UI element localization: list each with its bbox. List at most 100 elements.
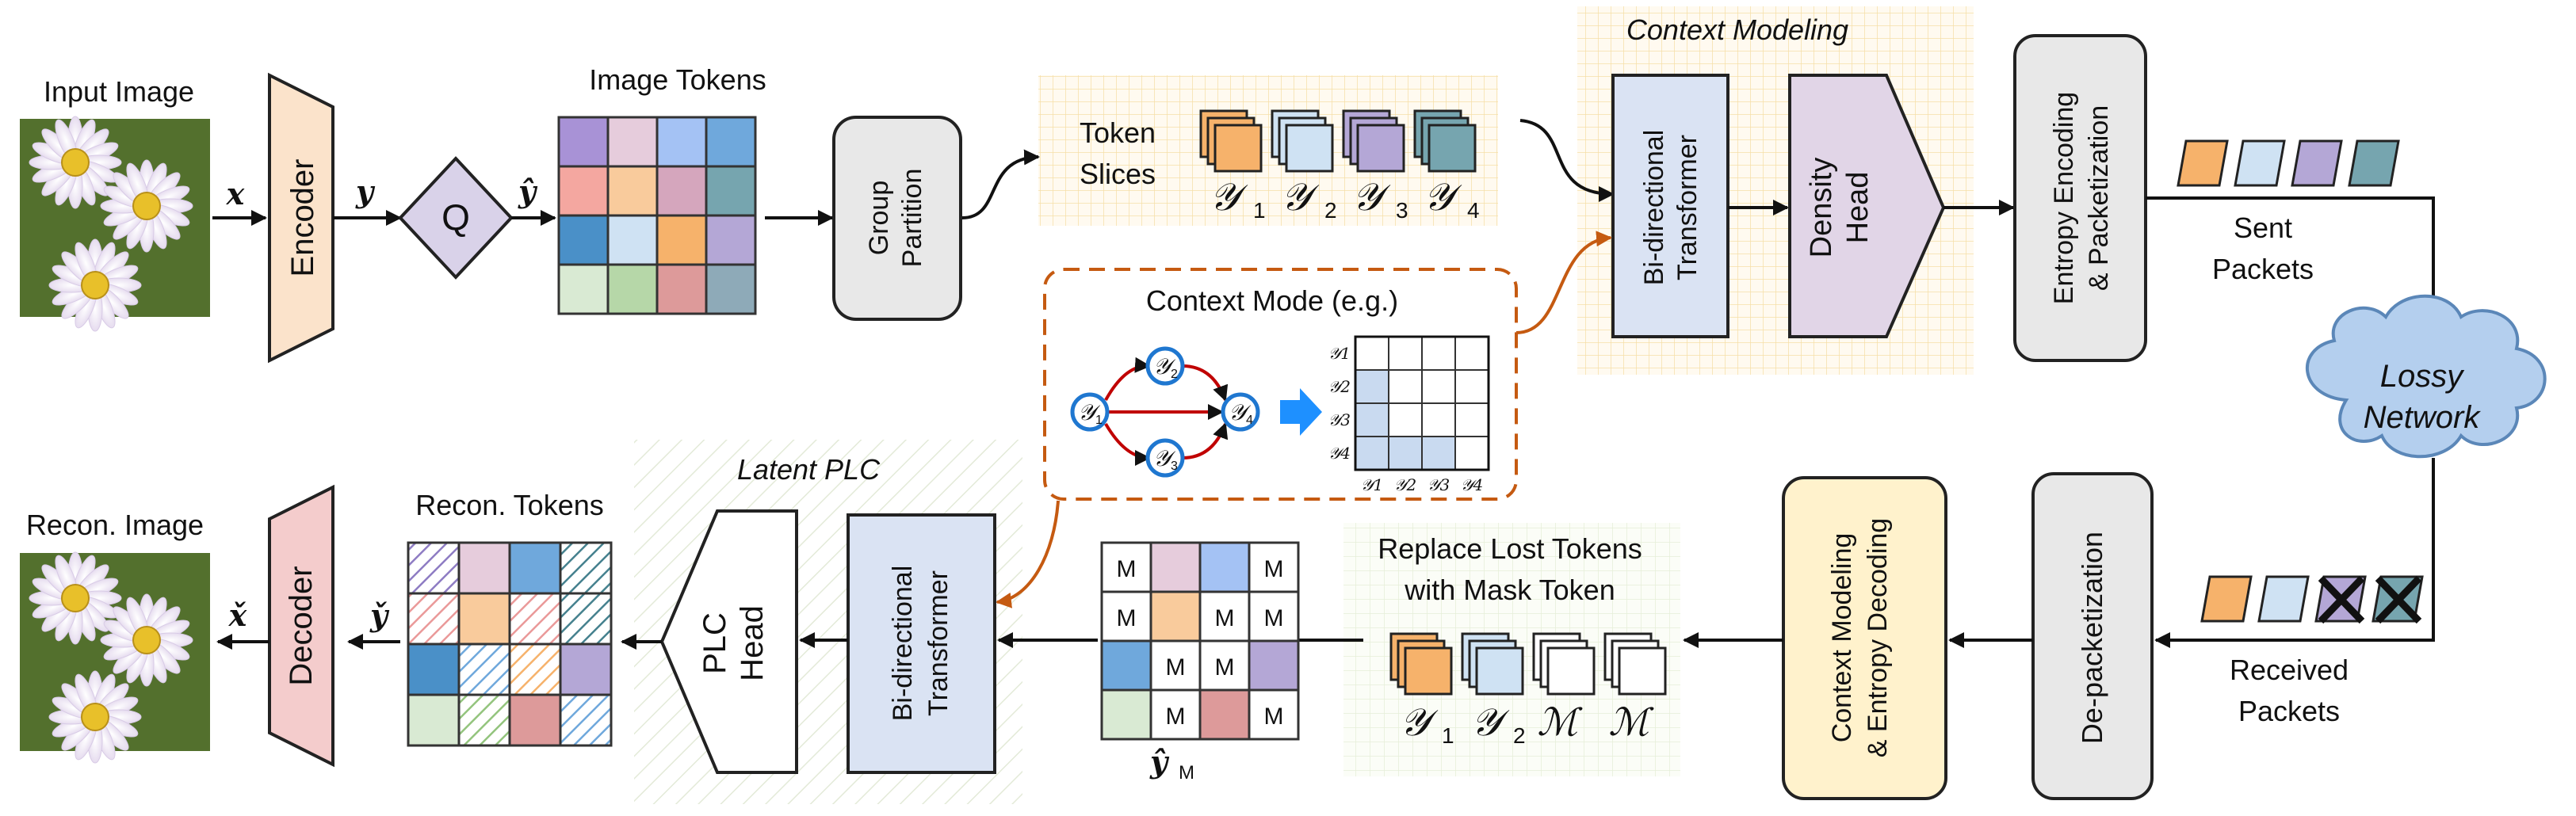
latent-plc-title: Latent PLC	[737, 453, 881, 486]
graph-edge	[1104, 422, 1151, 466]
graph-node	[1070, 392, 1110, 432]
graph-edge	[1182, 422, 1229, 459]
received-packet	[2200, 575, 2253, 623]
mask-token-glyph: M	[1166, 704, 1186, 730]
daisy-flower-icon	[29, 116, 122, 209]
mask-token-cell	[1149, 639, 1202, 692]
received-token-cell	[407, 643, 461, 696]
received-token-cell	[508, 693, 562, 747]
graph-node	[1145, 346, 1185, 386]
mask-token-glyph: M	[1264, 704, 1284, 730]
image-token-cell	[557, 263, 610, 315]
mask-token-cell	[1198, 590, 1251, 643]
arrow-contextmode-to-plc	[996, 500, 1060, 608]
image-token-cell	[655, 263, 708, 315]
sent-packets	[2177, 139, 2400, 187]
masked-grid-token-cell	[1100, 688, 1152, 741]
image-token-cell	[557, 116, 610, 168]
received-slice-stack	[1461, 632, 1524, 696]
graph-node	[1145, 438, 1185, 478]
received-token-cell	[508, 541, 562, 595]
received-slice-symbol: ℳ	[1537, 700, 1583, 745]
bidir-encode-label-1: Bi-directional	[1639, 130, 1669, 286]
masked-grid-token-cell	[1149, 590, 1202, 643]
sent-packet	[2348, 139, 2400, 187]
image-token-cell	[655, 165, 708, 217]
matrix-col-label: 𝒴2	[1394, 475, 1416, 494]
matrix-cell	[1421, 369, 1456, 404]
encoder-label: Encoder	[285, 159, 320, 277]
image-token-grid	[557, 116, 757, 315]
quantizer-label: Q	[441, 196, 470, 238]
token-slice-subscript: 2	[1324, 198, 1337, 223]
predicted-token-cell	[407, 541, 461, 595]
bidir-plc-label-1: Bi-directional	[888, 566, 918, 722]
image-token-cell	[606, 214, 659, 266]
image-token-cell	[557, 165, 610, 217]
group-partition-box	[832, 116, 962, 321]
matrix-row-label: 𝒴4	[1328, 444, 1351, 463]
group-partition-label-2: Partition	[897, 169, 927, 268]
matrix-cell	[1421, 436, 1456, 471]
entropy-encoding-box	[2013, 34, 2147, 362]
arrow-network-to-depack	[2154, 458, 2435, 648]
plc-head-label-1: PLC	[698, 612, 732, 674]
decoder-label: Decoder	[284, 566, 319, 685]
token-slices-label-2: Slices	[1080, 158, 1156, 190]
context-decoding-box	[1782, 476, 1947, 800]
matrix-row-label: 𝒴3	[1328, 410, 1351, 429]
bidir-encode-label-2: Transformer	[1672, 135, 1703, 280]
recon-image-label: Recon. Image	[26, 509, 204, 541]
predicted-token-cell	[457, 643, 511, 696]
mask-token-glyph: M	[1215, 654, 1235, 681]
image-token-cell	[606, 116, 659, 168]
matrix-cell	[1388, 436, 1423, 471]
input-image	[20, 116, 210, 332]
matrix-cell	[1421, 336, 1456, 371]
predicted-token-cell	[559, 541, 613, 595]
matrix-cell	[1388, 402, 1423, 437]
bidirectional-transformer-plc	[847, 513, 996, 774]
matrix-cell	[1355, 336, 1389, 371]
image-token-cell	[557, 214, 610, 266]
daisy-flower-icon	[100, 593, 193, 687]
matrix-col-label: 𝒴3	[1428, 475, 1450, 494]
daisy-flower-icon	[48, 238, 142, 332]
arrow-sent-to-network	[2146, 196, 2441, 322]
matrix-cell	[1454, 369, 1489, 404]
received-slice-subscript: 2	[1513, 723, 1526, 748]
received-token-cell	[457, 592, 511, 646]
matrix-cell	[1355, 436, 1389, 471]
token-slice-stack	[1271, 109, 1334, 173]
sent-packet	[2177, 139, 2229, 187]
token-slice-stack	[1342, 109, 1405, 173]
received-token-cell	[559, 643, 613, 696]
image-token-cell	[705, 165, 757, 217]
token-slice-stack	[1413, 109, 1477, 173]
plc-head-box	[659, 509, 798, 774]
graph-node-subscript: 3	[1171, 459, 1178, 473]
lossy-network-cloud	[2306, 294, 2547, 459]
mask-token-glyph: M	[1117, 605, 1137, 631]
context-modeling-title: Context Modeling	[1626, 13, 1848, 46]
mask-token-glyph: M	[1166, 654, 1186, 681]
context-decoding-label-2: & Entropy Decoding	[1863, 518, 1893, 757]
matrix-row-label: 𝒴1	[1328, 344, 1351, 363]
graph-node	[1221, 392, 1260, 432]
math-x: x	[226, 176, 246, 212]
image-token-cell	[705, 263, 757, 315]
group-partition-label-1: Group	[864, 181, 894, 256]
daisy-flower-icon	[29, 551, 122, 645]
mask-token-cell	[1248, 590, 1300, 643]
token-slice-subscript: 3	[1396, 198, 1408, 223]
arrow-slices-to-transformer	[1519, 119, 1615, 202]
recon-token-grid	[407, 541, 613, 747]
sent-packet	[2234, 139, 2286, 187]
daisy-flower-icon	[100, 159, 193, 253]
predicted-token-cell	[559, 693, 613, 747]
graph-node-subscript: 4	[1246, 414, 1253, 427]
sent-packets-label-2: Packets	[2212, 253, 2314, 285]
